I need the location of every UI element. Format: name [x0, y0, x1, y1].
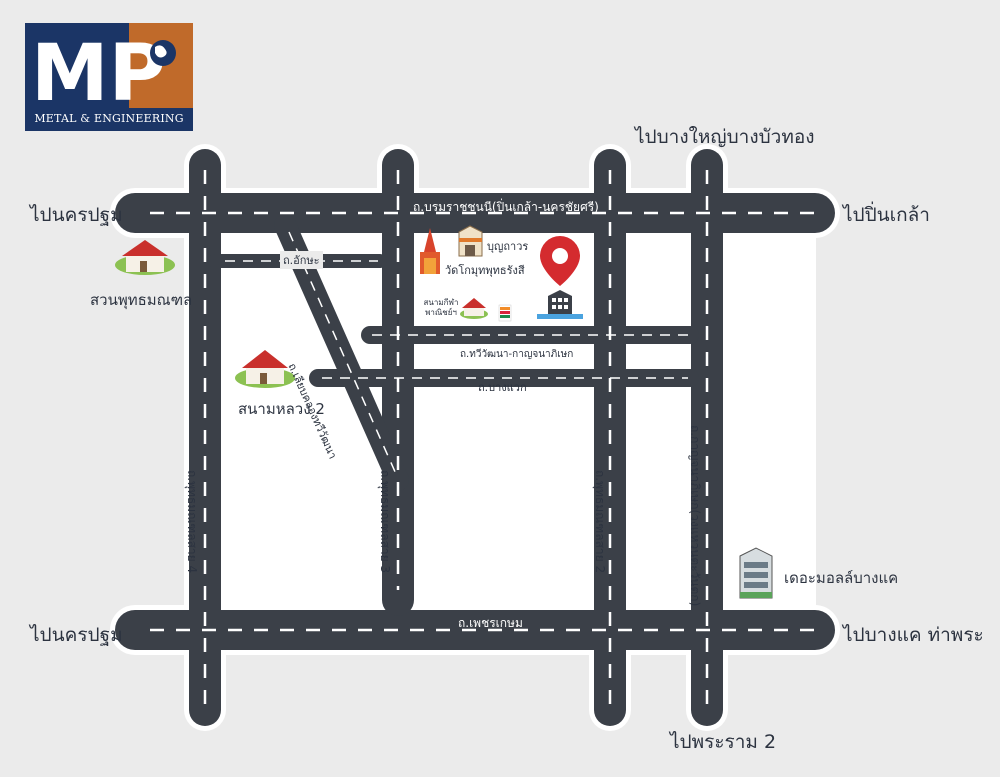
- dir-top-left: ไปนครปฐม: [30, 204, 123, 226]
- mall-icon: [739, 547, 773, 599]
- place-wat: วัดโกมุทพุทธรังสี: [445, 264, 525, 277]
- label-akkha: ถ.อักษะ: [280, 251, 323, 269]
- place-boon: บุญถาวร: [487, 240, 529, 253]
- dir-bottom: ไปพระราม 2: [670, 731, 777, 753]
- house-icon: [460, 298, 488, 319]
- building-icon: [537, 290, 583, 319]
- place-suan: สวนพุทธมณฑล: [90, 291, 193, 309]
- label-borom: ถ.บรมราชชนนี(ปิ่นเกล้า-นครชัยศรี): [413, 200, 599, 214]
- label-pm3: ถ.พุทธมณฑลสาย 3: [378, 470, 392, 574]
- label-thawi: ถ.ทวีวัฒนา-กาญจนาภิเษก: [460, 349, 574, 360]
- label-pm4: ถ.พุทธมณฑลสาย 4: [185, 470, 199, 574]
- dir-bottom-left: ไปนครปฐม: [30, 624, 123, 646]
- temple-icon: [420, 228, 440, 274]
- dir-top: ไปบางใหญ่บางบัวทอง: [635, 126, 815, 148]
- map-pin-icon: [540, 236, 580, 286]
- logo-letters: MP: [31, 29, 166, 119]
- dir-bottom-right: ไปบางแค ท่าพระ: [843, 624, 984, 646]
- dir-top-right: ไปปิ่นเกล้า: [843, 204, 930, 226]
- globe-icon: [150, 40, 176, 66]
- label-bangwaek: ถ.บางแวก: [478, 381, 527, 394]
- house-icon: [235, 350, 295, 388]
- seven-eleven-icon: [498, 304, 512, 322]
- city-blocks: [222, 233, 816, 608]
- lane-markings: [150, 170, 820, 705]
- label-kanchana: ถ.กาญจนาภิเษก(วงแหวนตะวันตก): [688, 425, 702, 607]
- place-mall: เดอะมอลล์บางแค: [784, 569, 899, 587]
- place-stadium: สนามกีฬา พาณิชย์ฯ: [423, 298, 459, 317]
- label-pm2: ถ.พุทธมณฑลสาย 2: [593, 470, 607, 574]
- label-phet: ถ.เพชรเกษม: [458, 616, 523, 630]
- shop-icon: [458, 225, 483, 257]
- logo-company: METAL & ENGINEERING: [34, 112, 184, 125]
- company-logo: MP: [25, 23, 193, 131]
- place-sanam: สนามหลวง 2: [238, 400, 325, 418]
- house-icon: [115, 240, 175, 275]
